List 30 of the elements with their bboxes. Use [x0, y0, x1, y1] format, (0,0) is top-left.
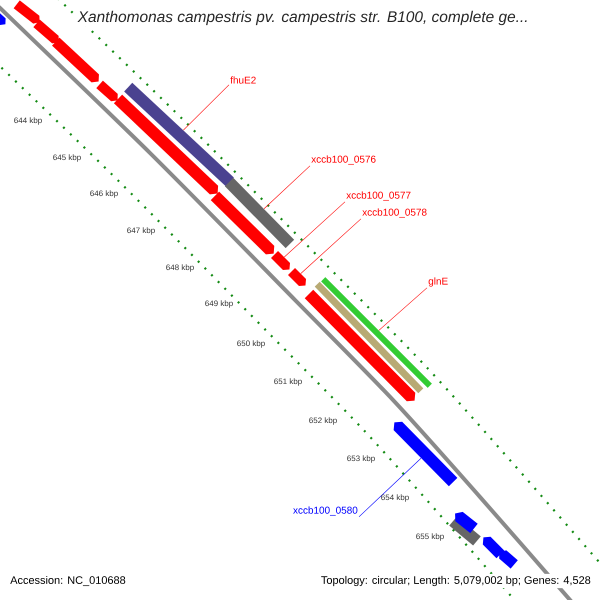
- gene-block: [271, 250, 290, 270]
- gene-bar: [224, 178, 294, 248]
- gene-block: [455, 512, 478, 534]
- gene-block: [52, 38, 99, 82]
- leader-line: [358, 458, 422, 518]
- title: Xanthomonas campestris pv. campestris str. B100, complete ge...: [76, 9, 530, 27]
- gene-block: [394, 422, 458, 486]
- leader-line: [183, 84, 230, 130]
- gene-label: xccb100_0576: [311, 155, 376, 165]
- gene-block: [482, 536, 504, 558]
- gene-label: xccb100_0577: [346, 191, 410, 201]
- leader-line: [284, 201, 346, 258]
- gene-label: fhuE2: [230, 76, 256, 84]
- accession-text: Accession: NC_010688: [8, 574, 128, 588]
- gene-bar: [314, 282, 424, 394]
- gene-block: [14, 0, 40, 24]
- gene-bar: [124, 82, 234, 186]
- gene-block: [33, 20, 59, 44]
- gene-block: [499, 550, 518, 569]
- leader-line: [378, 288, 428, 331]
- leader-line: [264, 165, 310, 210]
- gene-block: [304, 290, 416, 402]
- gene-label: xccb100_0578: [362, 208, 427, 218]
- gene-label: glnE: [428, 277, 448, 287]
- gene-label: xccb100_0580: [293, 506, 358, 516]
- gene-block: [96, 80, 118, 102]
- leader-line: [300, 218, 362, 274]
- genome-info-text: Topology: circular; Length: 5,079,002 bp; Genes: 4,528: [318, 574, 593, 588]
- gene-block: [210, 192, 274, 254]
- gene-block: [288, 268, 306, 286]
